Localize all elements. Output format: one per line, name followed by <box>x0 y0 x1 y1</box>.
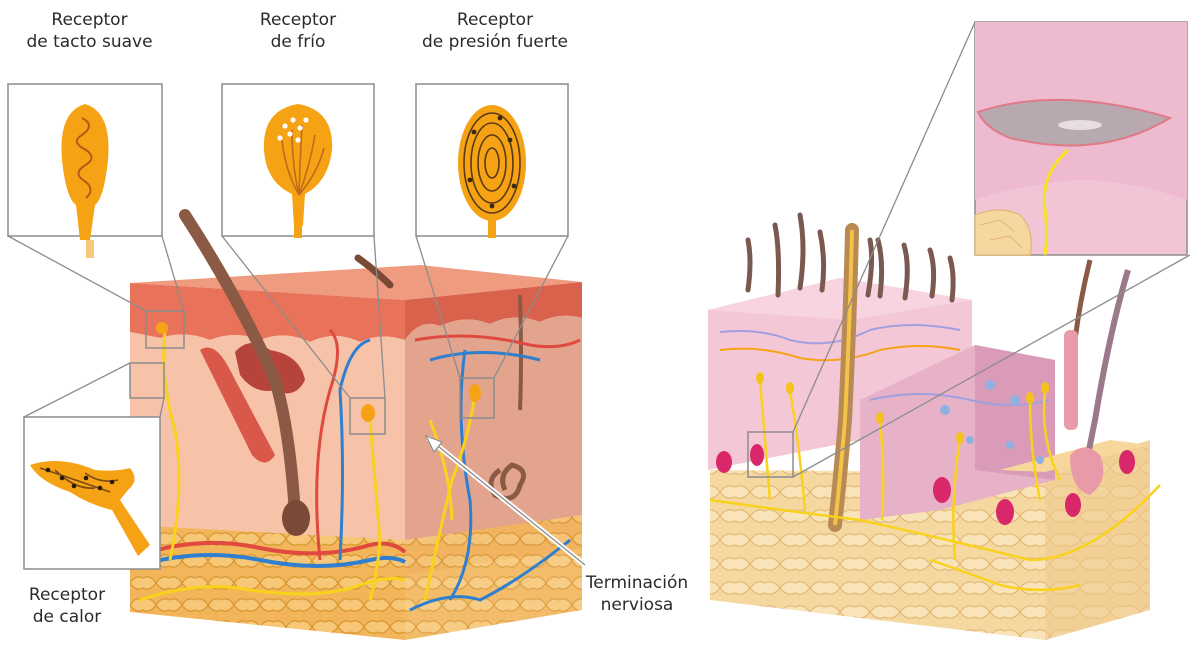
label-line: Receptor <box>228 9 368 31</box>
left-skin-block <box>130 215 582 640</box>
label-line: nerviosa <box>572 594 702 616</box>
inset-tacto-suave <box>8 84 162 258</box>
label-receptor-frio: Receptor de frío <box>228 9 368 53</box>
label-receptor-calor: Receptor de calor <box>12 584 122 628</box>
label-line: Receptor <box>405 9 585 31</box>
label-receptor-presion-fuerte: Receptor de presión fuerte <box>405 9 585 53</box>
receptor-dot-frio <box>361 404 375 422</box>
hair-bulb <box>282 500 310 536</box>
receptor-dot-tacto <box>156 322 168 334</box>
inset-frio <box>222 84 374 238</box>
label-line: Terminación <box>572 572 702 594</box>
label-line: de presión fuerte <box>405 31 585 53</box>
label-line: Receptor <box>12 9 167 31</box>
receptor-dot-presion <box>469 384 481 402</box>
label-terminacion-nerviosa: Terminación nerviosa <box>572 572 702 616</box>
side-hair <box>520 295 521 410</box>
label-line: de tacto suave <box>12 31 167 53</box>
inset-right-magnified <box>975 22 1187 255</box>
inset-calor <box>24 417 160 569</box>
label-line: Receptor <box>12 584 122 606</box>
inset-presion-fuerte <box>416 84 568 238</box>
right-skin-block <box>708 215 1160 640</box>
label-line: de calor <box>12 606 122 628</box>
label-line: de frío <box>228 31 368 53</box>
label-receptor-tacto-suave: Receptor de tacto suave <box>12 9 167 53</box>
